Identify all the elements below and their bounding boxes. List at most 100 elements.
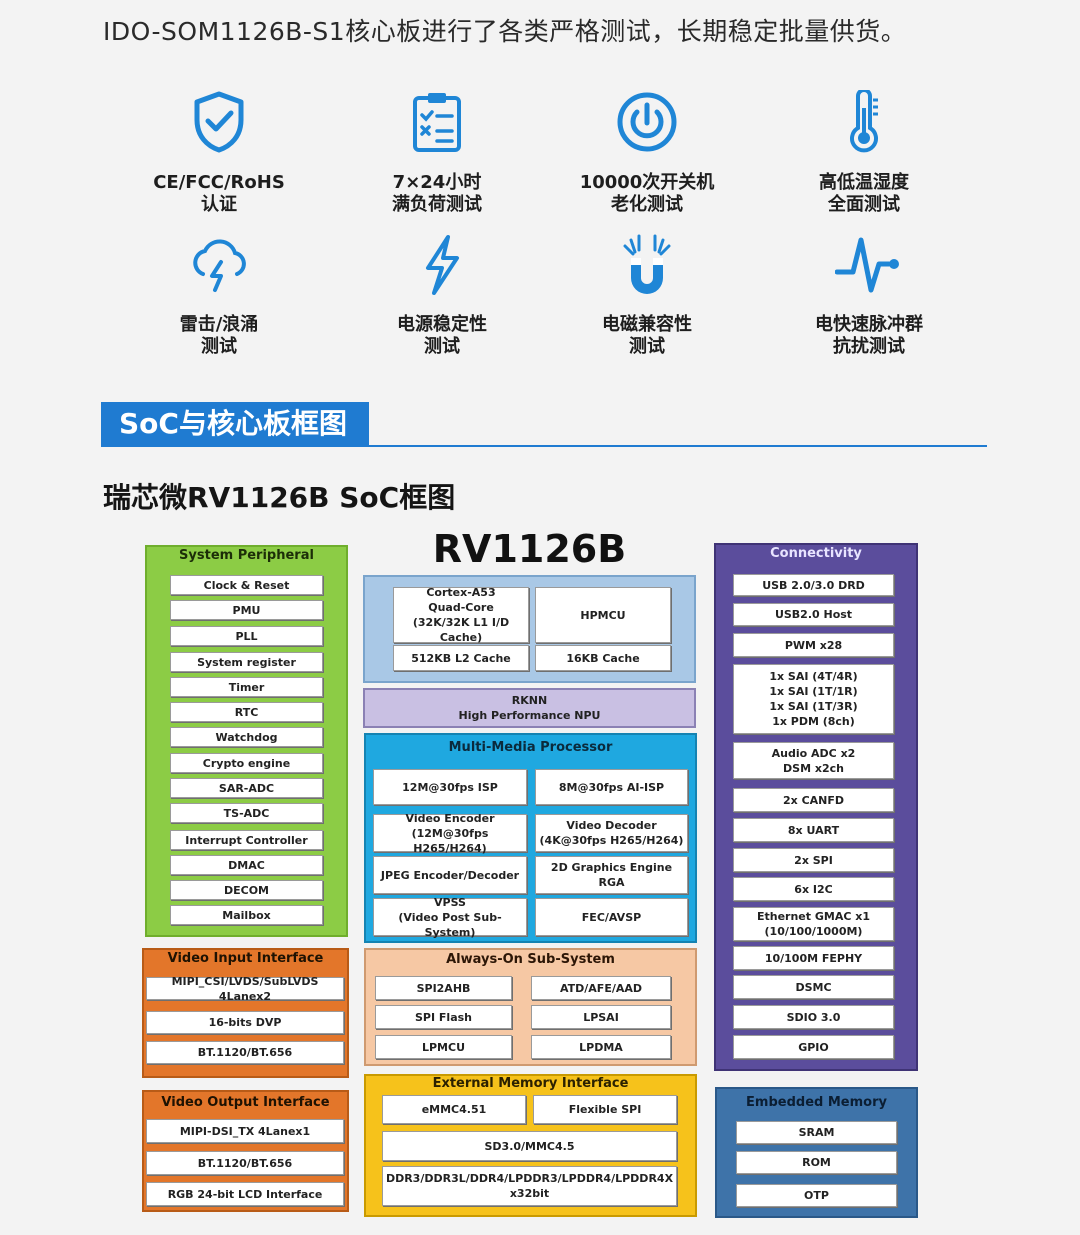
always-on-box: LPMCU — [375, 1035, 512, 1059]
feature-label-line1: 电快速脉冲群 — [815, 314, 923, 335]
video-input-box: MIPI_CSI/LVDS/SubLVDS 4Lanex2 — [146, 975, 344, 1003]
feature-label-line2: 抗扰测试 — [833, 336, 905, 357]
memory-box: DDR3/DDR3L/DDR4/LPDDR3/LPDDR4/LPDDR4X x3… — [382, 1166, 677, 1206]
feature-label-line2: 测试 — [629, 336, 665, 357]
lightning-icon — [426, 235, 459, 295]
multimedia-box: JPEG Encoder/Decoder — [373, 856, 527, 894]
peripheral-box: Watchdog — [170, 727, 323, 747]
always-on-box: SPI2AHB — [375, 976, 512, 1000]
feature-emc: 电磁兼容性测试 — [547, 234, 747, 358]
multimedia-box: 2D Graphics Engine RGA — [535, 856, 688, 894]
connectivity-box: DSMC — [733, 975, 894, 999]
peripheral-box: DECOM — [170, 880, 323, 900]
video-input-box: 16-bits DVP — [146, 1011, 344, 1034]
panel-title: Multi-Media Processor — [448, 740, 613, 755]
panel-title: Video Output Interface — [161, 1095, 330, 1110]
intro-text: IDO-SOM1126B-S1核心板进行了各类严格测试，长期稳定批量供货。 — [103, 17, 907, 46]
feature-eft: 电快速脉冲群抗扰测试 — [769, 234, 969, 358]
feature-label-line2: 认证 — [201, 194, 237, 215]
video-output-box: BT.1120/BT.656 — [146, 1151, 344, 1175]
connectivity-box: 8x UART — [733, 818, 894, 842]
feature-temperature: 高低温湿度全面测试 — [764, 90, 964, 216]
always-on-box: LPDMA — [531, 1035, 671, 1059]
video-input-box: BT.1120/BT.656 — [146, 1041, 344, 1064]
clipboard-checklist-icon — [413, 93, 461, 152]
always-on-box: SPI Flash — [375, 1005, 512, 1029]
connectivity-box: 1x SAI (4T/4R) 1x SAI (1T/1R) 1x SAI (1T… — [733, 664, 894, 734]
panel-title: Always-On Sub-System — [446, 952, 615, 967]
multimedia-box: VPSS (Video Post Sub-System) — [373, 896, 527, 939]
peripheral-box: PLL — [170, 626, 323, 646]
connectivity-box: SDIO 3.0 — [733, 1005, 894, 1029]
feature-label-line1: 电磁兼容性 — [602, 314, 692, 335]
peripheral-box: SAR-ADC — [170, 778, 323, 798]
peripheral-box: PMU — [170, 600, 323, 620]
feature-label-line1: 高低温湿度 — [819, 172, 909, 193]
feature-label-line1: 10000次开关机 — [579, 172, 715, 193]
video-output-box: MIPI-DSI_TX 4Lanex1 — [146, 1119, 344, 1143]
connectivity-box: USB 2.0/3.0 DRD — [733, 574, 894, 596]
power-icon — [617, 92, 677, 152]
peripheral-box: Clock & Reset — [170, 575, 323, 595]
multimedia-box: Video Encoder (12M@30fps H265/H264) — [373, 812, 527, 855]
feature-label-line1: 7×24小时 — [392, 172, 482, 193]
feature-label-line1: 雷击/浪涌 — [179, 314, 259, 335]
feature-label-line1: 电源稳定性 — [397, 314, 487, 335]
peripheral-box: Crypto engine — [170, 753, 323, 773]
feature-label-line2: 老化测试 — [611, 194, 683, 215]
storm-cloud-icon — [193, 239, 246, 292]
npu-panel — [363, 688, 696, 728]
feature-label-line2: 全面测试 — [828, 194, 900, 215]
feature-label-line2: 满负荷测试 — [392, 194, 482, 215]
peripheral-box: TS-ADC — [170, 803, 323, 823]
panel-title: Connectivity — [770, 546, 862, 561]
thermometer-icon — [850, 90, 878, 153]
hpmcu-box: HPMCU — [535, 587, 671, 643]
connectivity-box: Ethernet GMAC x1 (10/100/1000M) — [733, 907, 894, 941]
feature-power-cycle: 10000次开关机老化测试 — [547, 90, 747, 216]
peripheral-box: Interrupt Controller — [170, 830, 323, 850]
peripheral-box: Timer — [170, 677, 323, 697]
feature-label-line2: 测试 — [424, 336, 460, 357]
npu-label: RKNN High Performance NPU — [458, 694, 601, 722]
cpu-core-box: Cortex-A53 Quad-Core (32K/32K L1 I/D Cac… — [393, 586, 529, 644]
shield-check-icon — [194, 91, 244, 153]
connectivity-box: PWM x28 — [733, 633, 894, 657]
connectivity-box: USB2.0 Host — [733, 603, 894, 626]
feature-label-line1: CE/FCC/RoHS — [153, 172, 285, 193]
multimedia-box: Video Decoder (4K@30fps H265/H264) — [535, 814, 688, 852]
memory-box: SD3.0/MMC4.5 — [382, 1131, 677, 1161]
embedded-memory-box: ROM — [736, 1151, 897, 1174]
panel-title: Video Input Interface — [167, 951, 324, 966]
embedded-memory-box: SRAM — [736, 1121, 897, 1144]
section-divider — [101, 445, 987, 447]
l2-cache-box: 512KB L2 Cache — [393, 645, 529, 671]
peripheral-box: Mailbox — [170, 905, 323, 925]
connectivity-box: 6x I2C — [733, 877, 894, 901]
connectivity-box: 2x CANFD — [733, 788, 894, 812]
video-output-box: RGB 24-bit LCD Interface — [146, 1182, 344, 1206]
cache-box: 16KB Cache — [535, 645, 671, 671]
multimedia-box: 12M@30fps ISP — [373, 769, 527, 805]
peripheral-box: DMAC — [170, 855, 323, 875]
feature-surge: 雷击/浪涌测试 — [119, 234, 319, 358]
feature-label-line2: 测试 — [201, 336, 237, 357]
panel-title: Embedded Memory — [746, 1095, 887, 1110]
panel-title: External Memory Interface — [432, 1076, 629, 1091]
memory-box: eMMC4.51 — [382, 1095, 526, 1124]
embedded-memory-box: OTP — [736, 1184, 897, 1207]
feature-power-stability: 电源稳定性测试 — [342, 234, 542, 358]
always-on-box: LPSAI — [531, 1005, 671, 1029]
diagram-subtitle: 瑞芯微RV1126B SoC框图 — [103, 481, 456, 514]
multimedia-box: 8M@30fps AI-ISP — [535, 769, 688, 805]
connectivity-box: GPIO — [733, 1035, 894, 1059]
connectivity-box: 10/100M FEPHY — [733, 946, 894, 970]
memory-box: Flexible SPI — [533, 1095, 677, 1124]
always-on-box: ATD/AFE/AAD — [531, 976, 671, 1000]
connectivity-box: 2x SPI — [733, 848, 894, 872]
chip-name: RV1126B — [432, 527, 627, 571]
section-title-banner: SoC与核心板框图 — [101, 402, 369, 446]
feature-full-load: 7×24小时满负荷测试 — [337, 90, 537, 216]
magnet-icon — [623, 234, 671, 294]
